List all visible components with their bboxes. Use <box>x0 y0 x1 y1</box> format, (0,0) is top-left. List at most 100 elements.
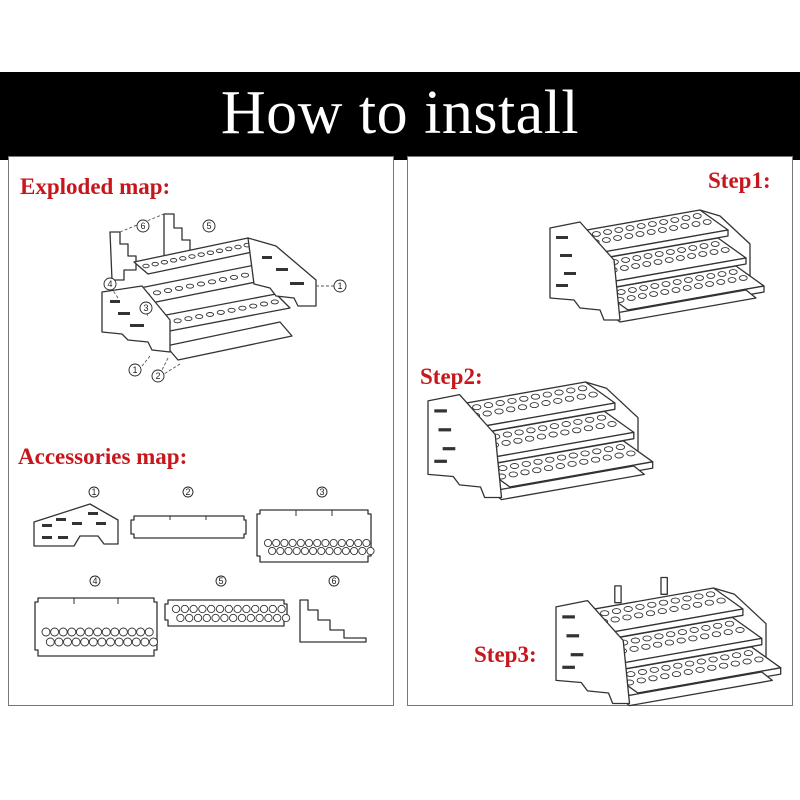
hole <box>193 613 203 623</box>
hole <box>647 601 657 608</box>
hole <box>67 627 77 637</box>
step3-rack-illustration <box>555 576 782 707</box>
hole <box>205 312 215 317</box>
slot <box>434 459 447 463</box>
hole <box>635 231 645 237</box>
hole <box>106 637 115 647</box>
hole <box>728 269 738 275</box>
hole <box>649 666 659 673</box>
hole <box>179 256 187 261</box>
hole <box>195 314 204 320</box>
hole <box>542 391 552 398</box>
hole <box>670 217 680 223</box>
hole <box>699 243 709 249</box>
hole <box>273 613 282 623</box>
hole <box>280 538 289 548</box>
hole <box>350 546 359 556</box>
hole <box>548 431 558 438</box>
hole <box>281 613 291 623</box>
hole <box>184 316 193 322</box>
hole <box>664 257 674 263</box>
hole <box>292 546 301 556</box>
hole <box>646 229 656 235</box>
hole <box>526 427 536 434</box>
hole <box>556 454 567 461</box>
hole <box>198 604 207 614</box>
slot <box>560 254 572 257</box>
hole <box>144 627 154 637</box>
hole <box>366 546 375 556</box>
hole <box>564 395 575 402</box>
hole <box>227 307 236 313</box>
accessory-number: 5 <box>218 576 223 586</box>
hole <box>218 277 228 283</box>
hole <box>723 629 733 636</box>
hole <box>647 221 657 227</box>
hole <box>681 215 691 221</box>
hole <box>688 635 698 642</box>
hole <box>163 288 173 294</box>
exploded-map-diagram: 6 5 4 3 1 1 2 <box>101 213 347 383</box>
hole <box>202 613 211 623</box>
hole <box>635 603 645 610</box>
hole <box>173 318 182 324</box>
hole <box>233 604 242 614</box>
hole <box>317 546 326 556</box>
hole <box>720 247 730 253</box>
hole <box>691 221 701 227</box>
hole <box>600 610 610 617</box>
hole <box>661 281 671 287</box>
hole <box>631 263 641 269</box>
hole <box>536 433 547 440</box>
hole <box>660 289 670 295</box>
hole <box>220 613 229 623</box>
hole <box>530 393 541 400</box>
hole <box>625 225 635 231</box>
hole <box>80 637 90 647</box>
hole <box>259 604 269 614</box>
hole <box>683 669 693 675</box>
hole <box>45 637 55 647</box>
hole <box>151 261 159 267</box>
accessory-number: 2 <box>185 487 190 497</box>
slot <box>442 447 456 451</box>
hole <box>672 279 682 285</box>
hole <box>284 546 293 556</box>
hole <box>354 538 363 548</box>
hole <box>713 622 723 629</box>
hole <box>84 627 94 637</box>
hole <box>619 265 629 271</box>
hole <box>676 637 686 644</box>
hole <box>580 450 590 457</box>
slot <box>434 409 447 413</box>
hole <box>670 597 680 604</box>
hole <box>337 538 346 548</box>
hole <box>71 637 81 647</box>
hole <box>545 456 555 463</box>
hole <box>529 402 539 409</box>
hole <box>268 604 277 614</box>
hole <box>325 546 334 556</box>
hole <box>716 597 726 604</box>
hole <box>596 414 607 421</box>
hole <box>207 279 217 285</box>
hole <box>502 431 513 438</box>
hole <box>730 660 740 667</box>
hole <box>517 404 528 411</box>
hole <box>169 258 178 263</box>
hole <box>513 437 523 444</box>
hole <box>677 629 688 636</box>
hole <box>689 627 699 633</box>
hole <box>114 637 124 647</box>
hole <box>654 633 664 640</box>
hole <box>224 604 233 614</box>
hole <box>610 616 620 623</box>
hole <box>754 656 764 663</box>
hole <box>675 255 685 261</box>
hole <box>507 397 517 404</box>
hole <box>590 456 601 463</box>
hole <box>176 613 185 623</box>
step1-label: Step1: <box>708 168 771 193</box>
hole <box>264 613 273 623</box>
hole <box>93 627 103 637</box>
